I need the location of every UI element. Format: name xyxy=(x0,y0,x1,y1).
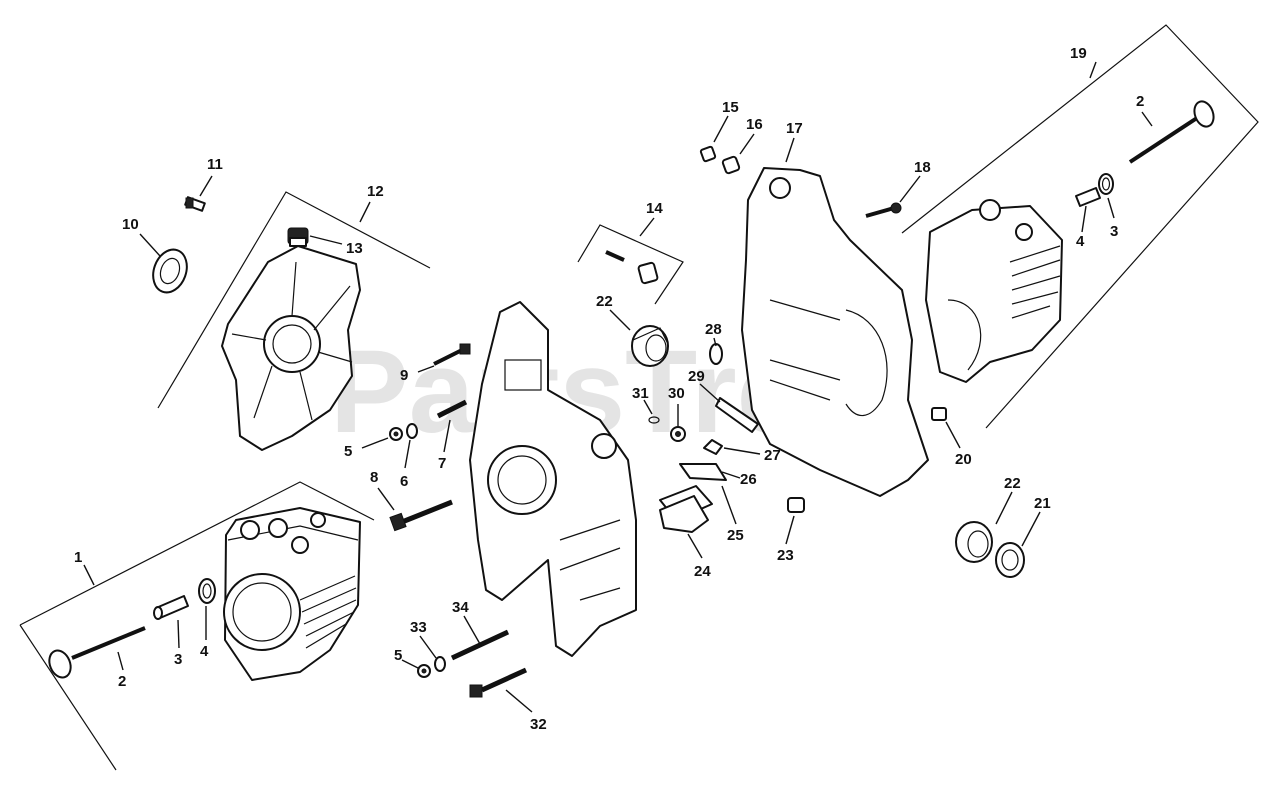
plug-15 xyxy=(699,145,717,163)
group-box-cylinder-left xyxy=(19,481,375,771)
stud-34 xyxy=(450,629,510,661)
group-box-cylinder-right xyxy=(901,24,1259,429)
callout-5-upper: 5 xyxy=(344,443,352,460)
callout-4-left: 4 xyxy=(200,643,209,660)
callout-18: 18 xyxy=(914,159,931,176)
nut-30 xyxy=(670,426,686,442)
cylinder-block-right xyxy=(925,199,1063,383)
callout-3-right: 3 xyxy=(1110,223,1118,240)
crankcase-right-17 xyxy=(741,167,929,497)
closure-plate-12 xyxy=(221,245,361,451)
callout-22-lower: 22 xyxy=(1004,475,1021,492)
callout-17: 17 xyxy=(786,120,803,137)
callout-28: 28 xyxy=(705,321,722,338)
valve-guide-left xyxy=(153,595,189,620)
callout-29: 29 xyxy=(688,368,705,385)
callout-8: 8 xyxy=(370,469,378,486)
oil-seal-10 xyxy=(152,248,188,294)
screw-11 xyxy=(184,196,206,212)
callout-31: 31 xyxy=(632,385,649,402)
valve-right xyxy=(1128,100,1215,164)
callout-14: 14 xyxy=(646,200,663,217)
callout-2-left: 2 xyxy=(118,673,126,690)
valve-seat-right xyxy=(1098,173,1114,195)
plug-23 xyxy=(787,497,805,513)
tube-29 xyxy=(715,397,759,433)
screw-8 xyxy=(389,499,453,532)
plug-16 xyxy=(721,155,741,175)
callout-10: 10 xyxy=(122,216,139,233)
ring-28 xyxy=(709,343,723,365)
callout-4-right: 4 xyxy=(1076,233,1085,250)
callout-24: 24 xyxy=(694,563,711,580)
washer-6 xyxy=(406,423,418,439)
callout-5-lower: 5 xyxy=(394,647,402,664)
callout-25: 25 xyxy=(727,527,744,544)
nut-5-upper xyxy=(389,427,403,441)
bushing-14 xyxy=(637,261,659,285)
group-box-piece-14 xyxy=(577,224,684,305)
leader-lines xyxy=(83,61,1153,713)
group-box-closure-plate xyxy=(157,191,431,409)
breather-plug-13 xyxy=(287,227,309,247)
screw-32 xyxy=(469,667,528,698)
callout-3-left: 3 xyxy=(174,651,182,668)
callout-15: 15 xyxy=(722,99,739,116)
callout-13: 13 xyxy=(346,240,363,257)
callout-9: 9 xyxy=(400,367,408,384)
screw-9 xyxy=(433,343,471,366)
callout-30: 30 xyxy=(668,385,685,402)
bearing-sleeve-22-upper xyxy=(631,325,669,367)
screw-18 xyxy=(865,202,902,218)
oil-seal-21 xyxy=(995,542,1025,578)
callout-7: 7 xyxy=(438,455,446,472)
callout-20: 20 xyxy=(955,451,972,468)
callout-11: 11 xyxy=(207,156,223,173)
callout-12: 12 xyxy=(367,183,384,200)
pin-14 xyxy=(605,250,625,262)
ring-31 xyxy=(648,416,660,424)
plug-20 xyxy=(931,407,947,421)
callout-1: 1 xyxy=(74,549,82,566)
callout-labels: 1 2 3 4 5 6 7 8 9 10 11 12 13 14 15 16 1… xyxy=(74,45,1144,733)
valve-left xyxy=(48,626,146,679)
callout-23: 23 xyxy=(777,547,794,564)
callout-27: 27 xyxy=(764,447,781,464)
nut-5-lower xyxy=(417,664,431,678)
gasket-26 xyxy=(679,463,727,481)
stud-7 xyxy=(436,399,468,419)
callout-33: 33 xyxy=(410,619,427,636)
callout-6: 6 xyxy=(400,473,408,490)
block-24 xyxy=(659,495,709,533)
callout-22-upper: 22 xyxy=(596,293,613,310)
washer-33 xyxy=(434,656,446,672)
crankcase-center xyxy=(469,301,637,657)
callout-32: 32 xyxy=(530,716,547,733)
clip-27 xyxy=(703,439,723,455)
callout-34: 34 xyxy=(452,599,469,616)
valve-guide-right xyxy=(1075,187,1101,207)
callout-2-right: 2 xyxy=(1136,93,1144,110)
callout-26: 26 xyxy=(740,471,757,488)
callout-16: 16 xyxy=(746,116,763,133)
bearing-sleeve-22-lower xyxy=(955,521,993,563)
callout-19: 19 xyxy=(1070,45,1087,62)
cylinder-block-left xyxy=(223,507,361,681)
callout-21: 21 xyxy=(1034,495,1051,512)
valve-seat-left xyxy=(198,578,216,604)
